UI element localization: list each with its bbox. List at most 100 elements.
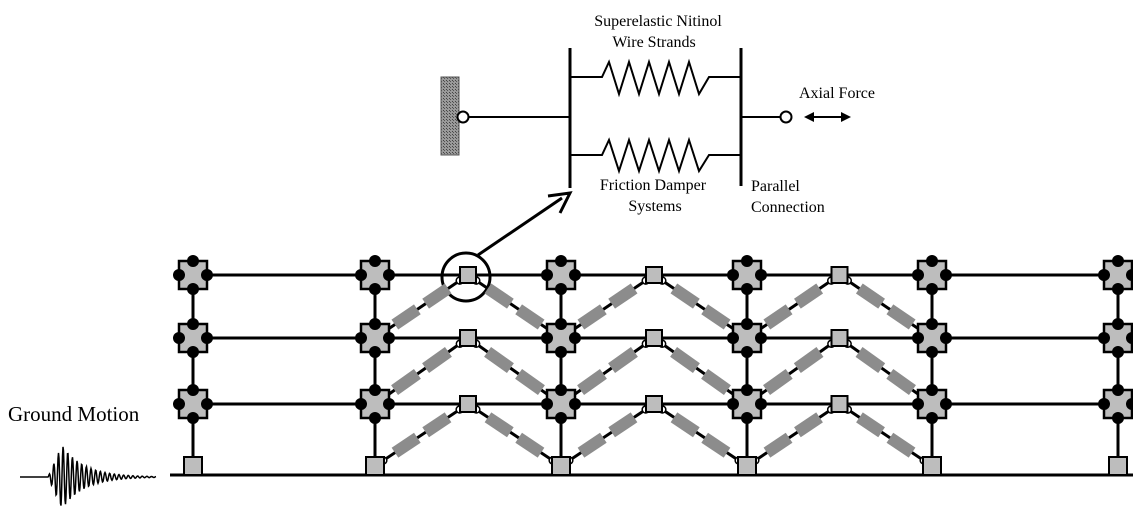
- brace-bay1-level1-left-segment-b: [422, 283, 452, 309]
- beam-column-joints: [173, 255, 1133, 465]
- damper-braces: [391, 283, 916, 458]
- joint-bolt-c2-f2-0: [355, 332, 367, 344]
- gusset-plate-bay3-level3: [830, 395, 849, 413]
- brace-bay1-level3-right-segment-a: [484, 412, 514, 438]
- brace-bay1-level2-left-segment-b: [422, 346, 452, 373]
- brace-bay1-level1-left-segment-a: [391, 304, 421, 330]
- joint-bolt-c3-f1-0: [541, 269, 553, 281]
- joint-bolt-c5-f2-2: [926, 318, 938, 330]
- callout-circle: [440, 251, 492, 303]
- gusset-plate-bay2-level3: [645, 395, 663, 413]
- joint-bolt-c4-f1-3: [741, 283, 753, 295]
- joint-bolt-c4-f2-3: [741, 346, 753, 358]
- brace-bay2-level1-left-segment-a: [577, 304, 607, 330]
- brace-bay1-level3-right-segment-b: [515, 432, 545, 458]
- joint-bolt-c4-f3-0: [727, 398, 739, 410]
- gusset-plate-bay3-level1: [830, 266, 849, 284]
- brace-bay1-level3-right-link: [467, 402, 562, 468]
- joint-bolt-c2-f3-3: [369, 412, 381, 424]
- brace-bay3-level1-right-segment-a: [855, 283, 885, 309]
- friction-label-line2: Systems: [628, 198, 681, 215]
- joint-bolt-c5-f2-1: [940, 332, 952, 344]
- base-plate-2: [365, 456, 385, 476]
- joint-bolt-c2-f3-1: [383, 398, 395, 410]
- joint-bolt-c6-f2-3: [1112, 346, 1124, 358]
- base-plate-4: [737, 456, 757, 476]
- joint-bolt-c1-f1-2: [187, 255, 199, 267]
- frame-columns: [191, 275, 1120, 466]
- brace-bay2-level2-right-segment-b: [701, 369, 731, 396]
- brace-bay1-level3-left-segment-b: [422, 412, 452, 438]
- joint-bolt-c6-f1-0: [1098, 269, 1110, 281]
- brace-bay1-level2-right-link: [467, 336, 562, 406]
- brace-bay3-level2-right-segment-a: [855, 347, 886, 373]
- joint-bolt-c2-f3-2: [369, 384, 381, 396]
- brace-bay3-level2-right-link: [838, 336, 933, 406]
- brace-bay1-level1-right-segment-b: [515, 304, 545, 330]
- axial-force-label: Axial Force: [799, 85, 875, 102]
- joint-bolt-c5-f2-0: [912, 332, 924, 344]
- brace-bay3-level2-right-segment-b: [886, 369, 916, 395]
- base-plate-1: [183, 456, 203, 476]
- left-pin-joint: [456, 110, 470, 124]
- brace-bay2-level2-left-segment-a: [577, 369, 607, 396]
- joint-bolt-c2-f2-1: [383, 332, 395, 344]
- joint-bolt-c1-f1-1: [201, 269, 213, 281]
- brace-bay3-level1-left-segment-b: [794, 283, 824, 309]
- joint-bolt-c3-f3-1: [569, 398, 581, 410]
- base-plate-3: [551, 456, 571, 476]
- joint-bolt-c4-f3-1: [755, 398, 767, 410]
- brace-bay3-level1-left-link: [746, 273, 841, 340]
- callout-arrow-shaft: [477, 196, 563, 257]
- joint-bolt-c4-f1-1: [755, 269, 767, 281]
- brace-bay2-level2-left-segment-b: [608, 346, 638, 373]
- brace-bay2-level1-right-segment-b: [701, 304, 731, 330]
- joint-bolt-c1-f1-0: [173, 269, 185, 281]
- joint-bolt-c6-f3-3: [1112, 412, 1124, 424]
- joint-bolt-c5-f3-3: [926, 412, 938, 424]
- joint-bolt-c6-f1-3: [1112, 283, 1124, 295]
- gusset-plate-bay1-level2: [459, 329, 477, 347]
- brace-bay1-level1-right-segment-a: [484, 283, 514, 309]
- joint-bolt-c1-f2-0: [173, 332, 185, 344]
- brace-bay2-level3-right-link: [653, 402, 748, 468]
- gusset-plate-bay2-level2: [645, 329, 663, 347]
- brace-bay1-level1-right-link: [467, 273, 562, 340]
- base-plate-6: [1108, 456, 1128, 476]
- damper-schematic: Superelastic Nitinol Wire Strands Axial …: [440, 13, 875, 216]
- nitinol-label-line1: Superelastic Nitinol: [594, 13, 722, 30]
- brace-bay1-level2-left-link: [374, 336, 469, 406]
- joint-bolt-c4-f2-0: [727, 332, 739, 344]
- joint-bolt-c1-f3-1: [201, 398, 213, 410]
- brace-bay2-level3-left-segment-b: [608, 412, 638, 438]
- joint-bolt-c5-f1-3: [926, 283, 938, 295]
- joint-bolt-c3-f1-2: [555, 255, 567, 267]
- brace-bay3-level3-left-link: [746, 402, 841, 468]
- joint-bolt-c5-f1-0: [912, 269, 924, 281]
- fixed-support-wall: [440, 76, 460, 156]
- ground-motion-label: Ground Motion: [8, 402, 140, 426]
- gusset-plate-bay3-level2: [830, 329, 849, 347]
- brace-bay2-level1-left-segment-b: [608, 283, 638, 309]
- brace-bay1-level3-left-segment-a: [391, 432, 421, 458]
- joint-bolt-c2-f2-2: [369, 318, 381, 330]
- joint-bolt-c1-f2-1: [201, 332, 213, 344]
- joint-bolt-c6-f3-2: [1112, 384, 1124, 396]
- joint-bolt-c2-f1-2: [369, 255, 381, 267]
- brace-bay3-level1-right-segment-b: [886, 304, 916, 330]
- brace-bay3-level2-left-link: [746, 336, 841, 406]
- axial-force-arrow: [804, 112, 851, 122]
- brace-bay1-level3-left-link: [374, 402, 469, 468]
- brace-bay1-level2-right-segment-b: [515, 369, 545, 396]
- joint-bolt-c1-f3-2: [187, 384, 199, 396]
- joint-bolt-c6-f2-0: [1098, 332, 1110, 344]
- nitinol-spring: [570, 58, 741, 98]
- joint-bolt-c1-f3-0: [173, 398, 185, 410]
- detail-callout: [440, 191, 573, 303]
- joint-bolt-c5-f2-3: [926, 346, 938, 358]
- brace-bay1-level1-left-link: [374, 273, 469, 340]
- joint-bolt-c1-f2-2: [187, 318, 199, 330]
- joint-bolt-c6-f2-2: [1112, 318, 1124, 330]
- brace-bay3-level3-right-segment-b: [886, 432, 916, 458]
